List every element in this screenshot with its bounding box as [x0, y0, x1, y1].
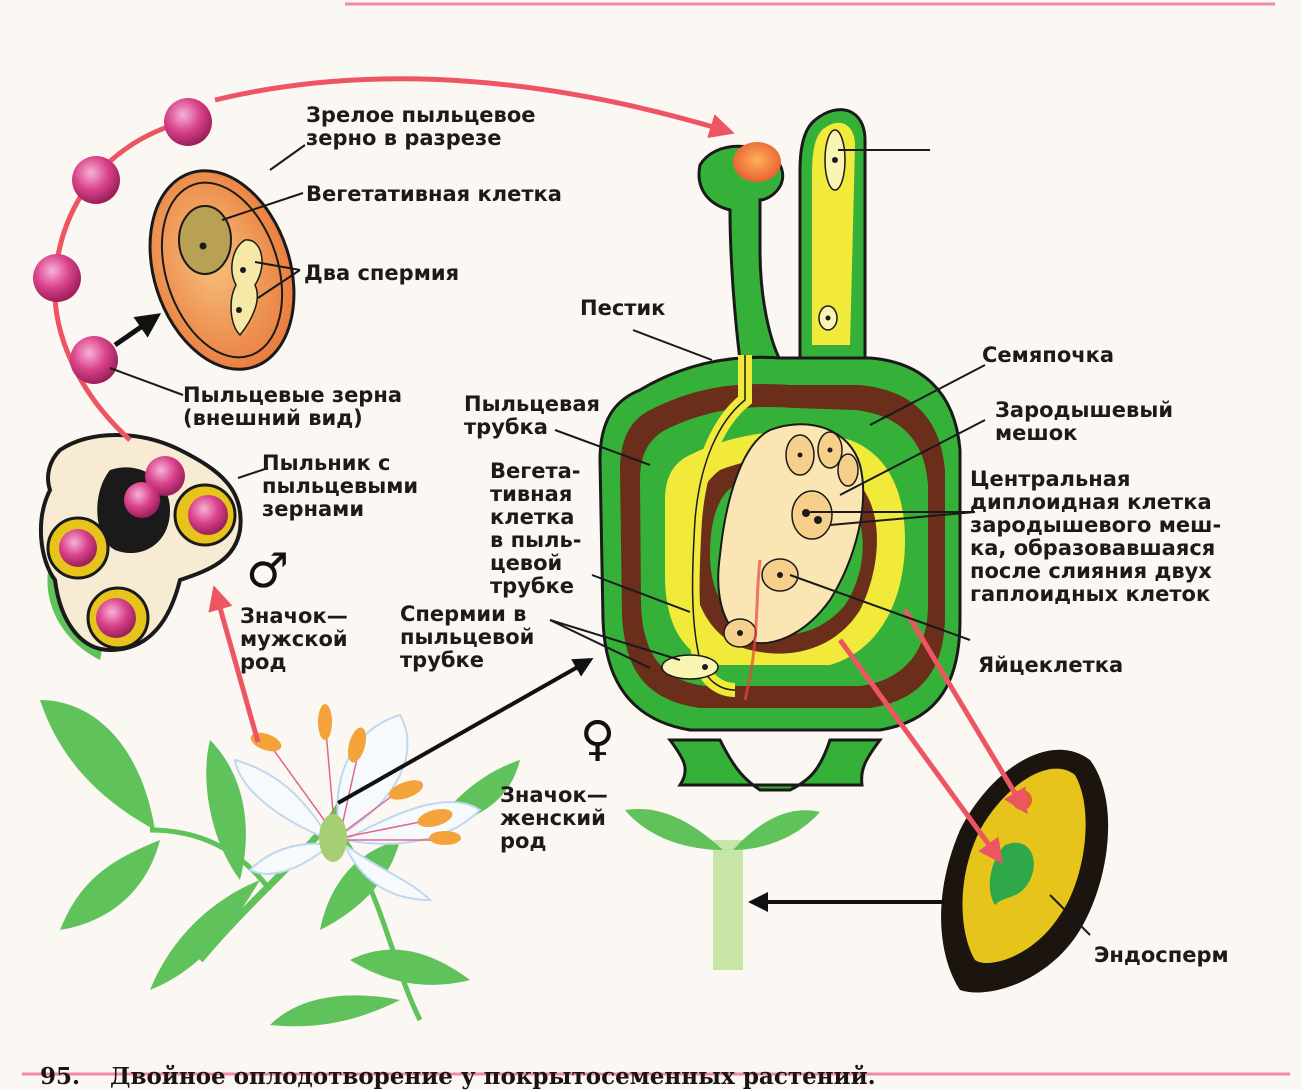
label-sperm-in-tube: Спермии в пыльцевой трубке — [400, 602, 535, 672]
label-vegetative-cell-in-tube: Вегета- тивная клетка в пыль- цевой труб… — [490, 459, 582, 598]
figure-caption: 95. Двойное оплодотворение у покрытосемен… — [24, 1036, 876, 1090]
label-central-cell: Центральная диплоидная клетка зародышево… — [970, 467, 1222, 606]
anther — [38, 433, 243, 653]
leader-lines — [109, 144, 1091, 936]
seed — [941, 749, 1109, 993]
label-ovule: Семяпочка — [982, 343, 1115, 367]
label-pollen-tube: Пыльцевая трубка — [464, 392, 600, 439]
female-symbol: ♀ — [580, 711, 616, 767]
pistil-diagram — [598, 108, 962, 792]
figure-caption-text: Двойное оплодотворение у покрытосеменных… — [110, 1063, 876, 1090]
label-male-sign: Значок— мужской род — [240, 604, 348, 674]
label-endosperm: Эндосперм — [1094, 943, 1229, 967]
figure-number: 95. — [40, 1063, 81, 1090]
label-pistil: Пестик — [580, 296, 666, 320]
pollen-grains-arc — [33, 98, 212, 442]
label-embryo-sac: Зародышевый мешок — [995, 398, 1174, 445]
label-egg-cell: Яйцеклетка — [978, 653, 1124, 677]
label-mature-pollen-grain: Зрелое пыльцевое зерно в разрезе — [306, 103, 536, 150]
male-symbol: ♂ — [246, 543, 290, 599]
label-female-sign: Значок— женский род — [500, 783, 608, 853]
label-vegetative-cell: Вегетативная клетка — [306, 182, 562, 206]
label-pollen-grains: Пыльцевые зерна (внешний вид) — [183, 383, 403, 430]
label-two-sperm: Два спермия — [304, 261, 460, 285]
arrows — [113, 76, 1028, 912]
pollen-grain-section — [148, 169, 296, 371]
label-anther: Пыльник с пыльцевыми зернами — [262, 451, 419, 521]
seedling — [625, 809, 820, 970]
